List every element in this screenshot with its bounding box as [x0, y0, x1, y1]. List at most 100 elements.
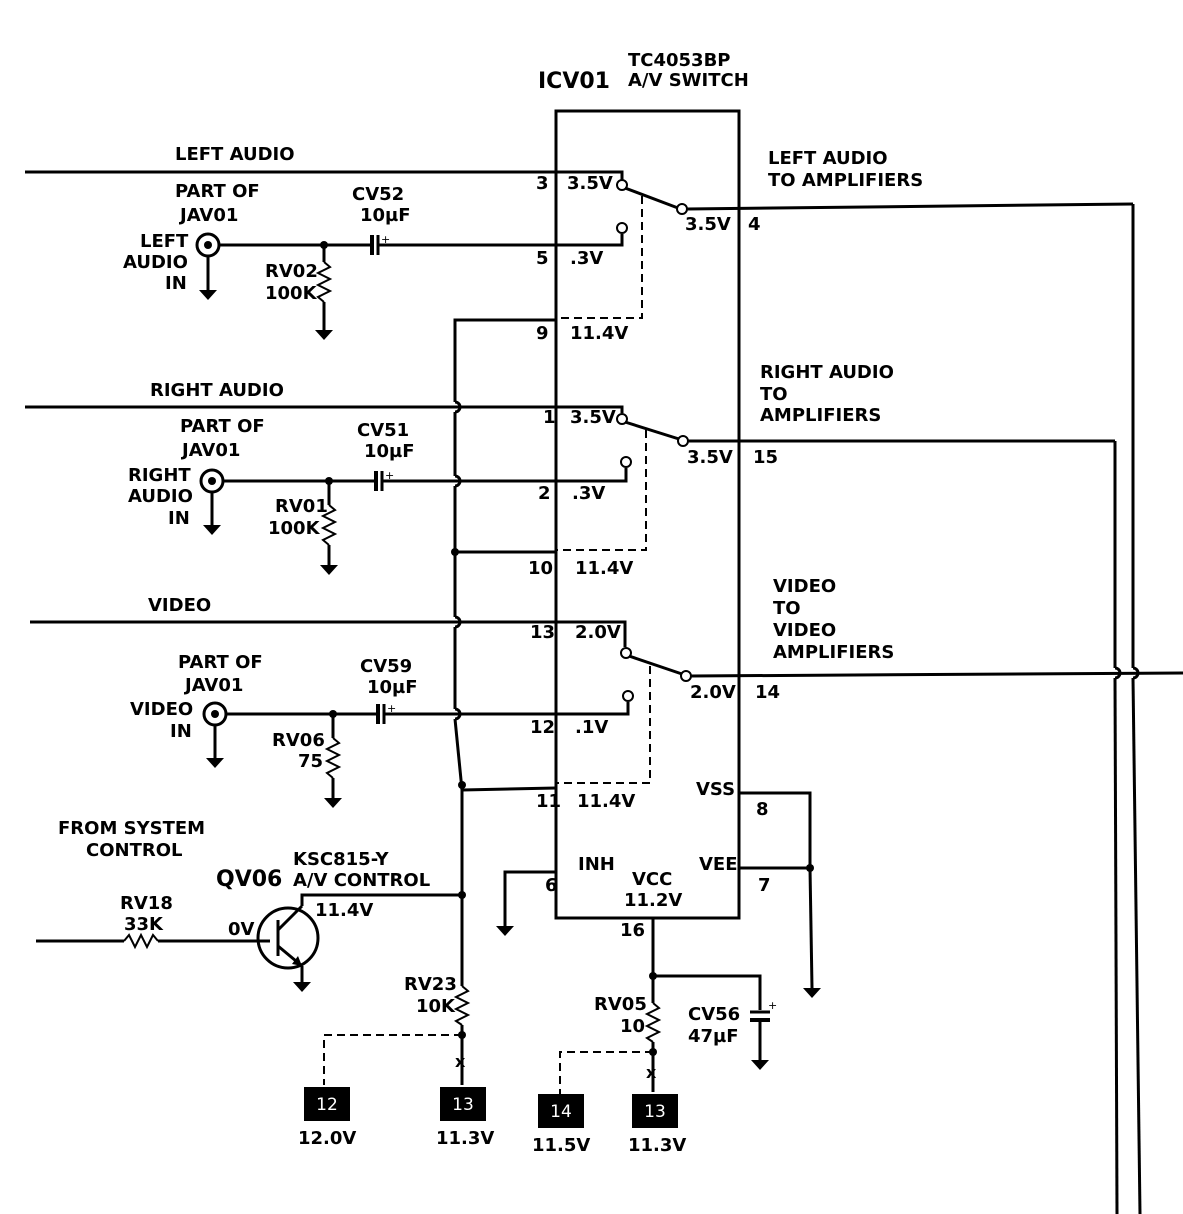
left-audio-jack-icon	[195, 232, 221, 300]
ground-icon	[496, 926, 514, 936]
rv02-resistor-icon	[315, 261, 333, 303]
cv59-capacitor-icon: +	[376, 702, 396, 724]
cv51-value: 10µF	[364, 441, 415, 462]
pin-6: 6	[545, 875, 558, 896]
right-jack-label-2: AUDIO	[128, 486, 193, 507]
collector-voltage: 11.4V	[315, 900, 373, 921]
video-jack-ref: JAV01	[183, 675, 243, 696]
pin-3: 3	[536, 173, 549, 194]
video-input-label: VIDEO	[148, 595, 211, 616]
pin-2: 2	[538, 483, 551, 504]
ground-icon	[751, 1060, 769, 1070]
pin-9-voltage: 11.4V	[570, 323, 628, 344]
ground-icon	[320, 565, 338, 575]
cv56-capacitor-icon: +	[750, 999, 777, 1022]
pin-16: 16	[620, 920, 645, 941]
video-jack-icon	[202, 701, 228, 768]
rv02-ref: RV02	[265, 261, 318, 282]
cv51-ref: CV51	[357, 420, 409, 441]
right-jack-label-1: RIGHT	[128, 465, 191, 486]
transistor-icon	[256, 904, 320, 970]
right-audio-jack-icon	[199, 468, 225, 535]
pin-3-voltage: 3.5V	[567, 173, 613, 194]
video-output-label-1: VIDEO	[773, 576, 836, 597]
pin-13: 13	[530, 622, 555, 643]
switch-contact-icon	[616, 179, 628, 191]
rv18-ref: RV18	[120, 893, 173, 914]
transistor-ref: QV06	[216, 867, 282, 892]
cv56-value: 47µF	[688, 1026, 739, 1047]
rv02-value: 100K	[265, 283, 318, 304]
right-output-label-2: TO	[760, 384, 788, 405]
rv23-value: 10K	[416, 996, 456, 1017]
cut-mark-icon: x	[646, 1063, 657, 1082]
video-output-line	[690, 671, 1183, 678]
left-audio-input-label: LEFT AUDIO	[175, 144, 295, 165]
cv52-ref: CV52	[352, 184, 404, 205]
connector-number: 12	[316, 1095, 338, 1115]
cv56-ref: CV56	[688, 1004, 740, 1025]
right-output-label-3: AMPLIFIERS	[760, 405, 881, 426]
ground-icon	[293, 982, 311, 992]
video-jack-part-of: PART OF	[178, 652, 263, 673]
pin-14: 14	[755, 682, 780, 703]
video-output-label-2: TO	[773, 598, 801, 619]
cv59-ref: CV59	[360, 656, 412, 677]
rv01-ref: RV01	[275, 496, 328, 517]
ground-icon	[315, 330, 333, 340]
pin-8: 8	[756, 799, 769, 820]
pin-2-voltage: .3V	[572, 483, 605, 504]
switch-contact-icon	[620, 647, 632, 659]
pin-4: 4	[748, 214, 761, 235]
switch-contact-icon	[676, 203, 688, 215]
pin-10-voltage: 11.4V	[575, 558, 633, 579]
vcc-label: VCC	[632, 869, 672, 890]
right-jack-label-3: IN	[168, 508, 190, 529]
pin-7: 7	[758, 875, 771, 896]
rv01-value: 100K	[268, 518, 321, 539]
rv23-ref: RV23	[404, 974, 457, 995]
switch-contact-icon	[680, 670, 692, 682]
connector-voltage: 11.3V	[436, 1128, 494, 1149]
pin-15: 15	[753, 447, 778, 468]
rv05-ref: RV05	[594, 994, 647, 1015]
transistor-function: A/V CONTROL	[293, 870, 430, 891]
pin-1: 1	[543, 407, 556, 428]
video-jack-label-1: VIDEO	[130, 699, 193, 720]
video-output-label-4: AMPLIFIERS	[773, 642, 894, 663]
cv52-value: 10µF	[360, 205, 411, 226]
video-input-line	[30, 620, 627, 647]
rv18-value: 33K	[124, 914, 164, 935]
right-jack-part-of: PART OF	[180, 416, 265, 437]
left-output-label-2: TO AMPLIFIERS	[768, 170, 923, 191]
pin-9: 9	[536, 323, 549, 344]
connector-number: 13	[452, 1095, 474, 1115]
video-jack-label-2: IN	[170, 721, 192, 742]
video-switch-arm	[628, 654, 683, 676]
left-jack-label-2: AUDIO	[123, 252, 188, 273]
pin-5: 5	[536, 248, 549, 269]
switch-contact-icon	[677, 435, 689, 447]
pin-12: 12	[530, 717, 555, 738]
cv51-capacitor-icon: +	[374, 469, 394, 491]
pin-5-voltage: .3V	[570, 248, 603, 269]
switch-contact-icon	[616, 222, 628, 234]
svg-text:+: +	[381, 233, 390, 246]
right-output-label-1: RIGHT AUDIO	[760, 362, 894, 383]
left-jack-label-1: LEFT	[140, 231, 189, 252]
pin-14-voltage: 2.0V	[690, 682, 736, 703]
pin-11: 11	[536, 791, 561, 812]
pin-12-voltage: .1V	[575, 717, 608, 738]
connector-voltage: 12.0V	[298, 1128, 356, 1149]
left-output-label-1: LEFT AUDIO	[768, 148, 888, 169]
connector-box: 14	[538, 1094, 584, 1128]
right-jack-ref: JAV01	[180, 440, 240, 461]
pin-10: 10	[528, 558, 553, 579]
rv18-resistor-icon	[123, 932, 159, 950]
right-audio-input-line	[25, 405, 624, 413]
left-audio-input-line	[25, 170, 624, 180]
left-jack-label-3: IN	[165, 273, 187, 294]
connector-voltage: 11.5V	[532, 1135, 590, 1156]
cv52-capacitor-icon: +	[370, 233, 390, 255]
